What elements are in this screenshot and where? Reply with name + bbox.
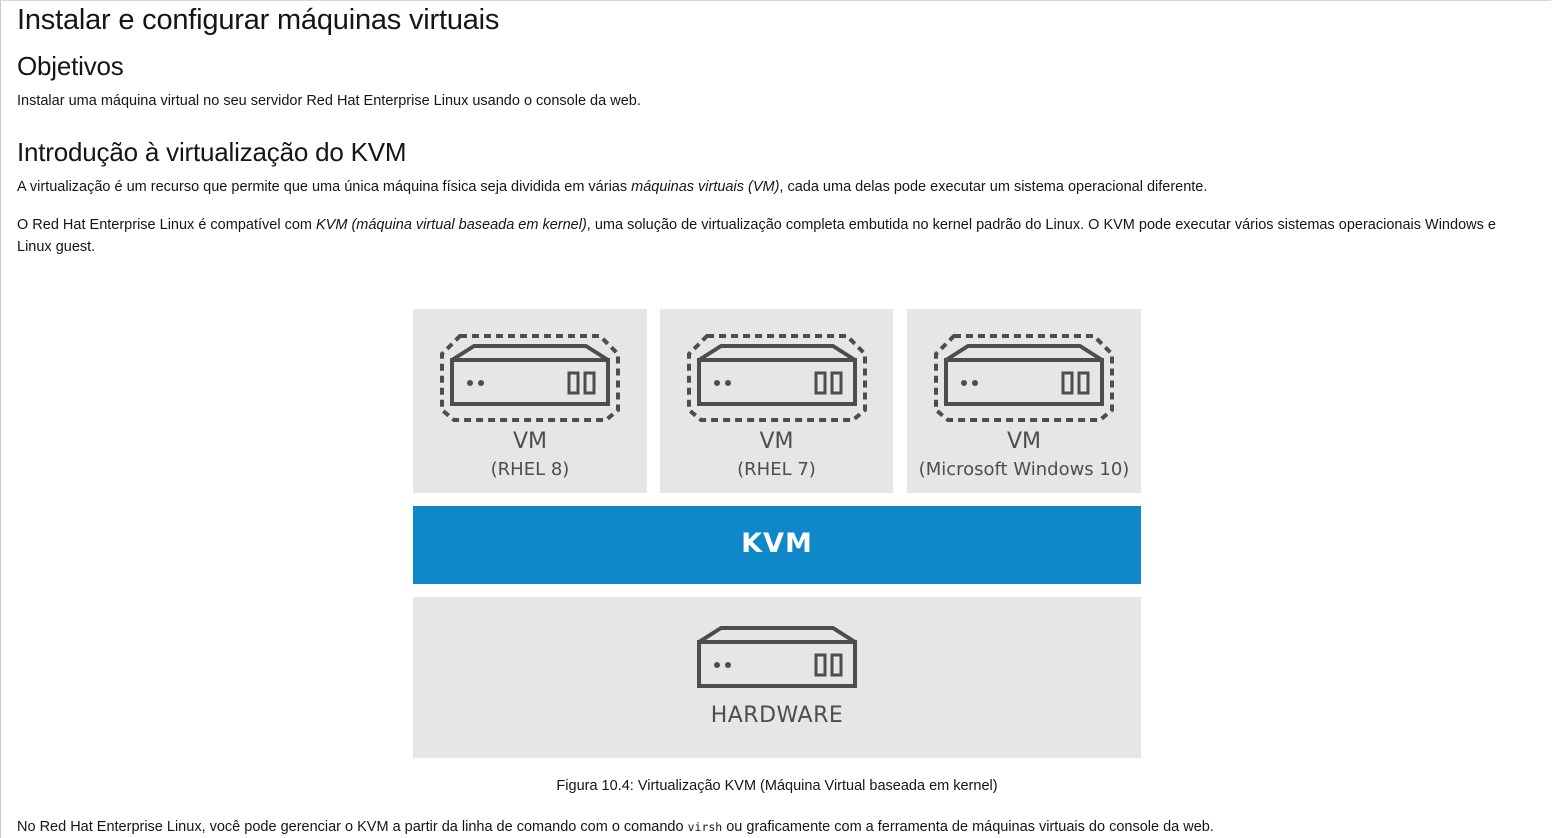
closing-paragraph: No Red Hat Enterprise Linux, você pode g… bbox=[17, 816, 1517, 838]
intro-p1-text-a: A virtualização é um recurso que permite… bbox=[17, 179, 632, 195]
vm-os-label: (RHEL 7) bbox=[737, 459, 816, 480]
objectives-heading: Objetivos bbox=[17, 51, 124, 81]
intro-paragraph-1: A virtualização é um recurso que permite… bbox=[17, 176, 1517, 198]
kvm-architecture-figure: VM (RHEL 8) VM (RHEL 7) bbox=[413, 309, 1141, 758]
objectives-text: Instalar uma máquina virtual no seu serv… bbox=[17, 93, 641, 109]
intro-paragraph-2: O Red Hat Enterprise Linux é compatível … bbox=[17, 214, 1517, 258]
vm-box-rhel7: VM (RHEL 7) bbox=[660, 309, 893, 493]
closing-text-b: ou graficamente com a ferramenta de máqu… bbox=[722, 819, 1214, 835]
vm-box-windows10: VM (Microsoft Windows 10) bbox=[907, 309, 1141, 493]
vm-label: VM bbox=[759, 429, 794, 454]
kvm-label: KVM bbox=[741, 528, 813, 559]
page-title: Instalar e configurar máquinas virtuais bbox=[17, 4, 500, 36]
vm-os-label: (Microsoft Windows 10) bbox=[918, 459, 1130, 480]
server-icon bbox=[697, 626, 857, 688]
hardware-box: HARDWARE bbox=[413, 597, 1141, 758]
virtual-server-icon bbox=[686, 334, 867, 422]
intro-p1-emphasis: máquinas virtuais (VM) bbox=[631, 179, 780, 195]
intro-heading: Introdução à virtualização do KVM bbox=[17, 137, 407, 167]
vm-label: VM bbox=[1006, 429, 1042, 454]
vm-os-label: (RHEL 8) bbox=[490, 459, 570, 480]
intro-p2-text-b: , uma solução de virtualização completa … bbox=[17, 217, 1496, 255]
intro-p2-text-a: O Red Hat Enterprise Linux é compatível … bbox=[17, 217, 316, 233]
vm-box-rhel8: VM (RHEL 8) bbox=[413, 309, 647, 493]
figure-caption: Figura 10.4: Virtualização KVM (Máquina … bbox=[556, 778, 998, 794]
virtual-server-icon bbox=[440, 334, 620, 422]
vm-label: VM bbox=[512, 429, 548, 454]
intro-p2-emphasis: KVM (máquina virtual baseada em kernel) bbox=[316, 217, 587, 233]
closing-text-a: No Red Hat Enterprise Linux, você pode g… bbox=[17, 819, 688, 835]
hardware-label: HARDWARE bbox=[710, 703, 844, 728]
intro-p1-text-b: , cada uma delas pode executar um sistem… bbox=[779, 179, 1208, 195]
kvm-hypervisor-bar: KVM bbox=[413, 506, 1141, 584]
virtual-server-icon bbox=[934, 334, 1114, 422]
virsh-command: virsh bbox=[687, 820, 723, 834]
